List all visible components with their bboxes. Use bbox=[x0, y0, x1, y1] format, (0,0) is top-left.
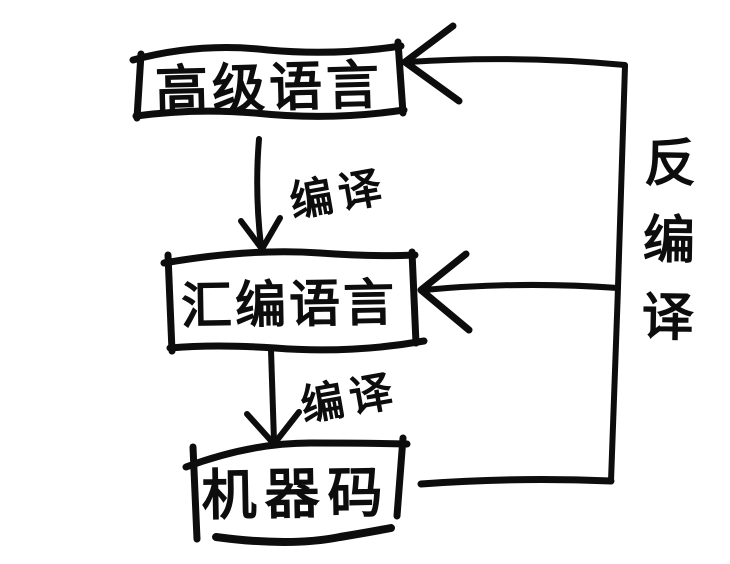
compile-arrow-1 bbox=[238, 136, 283, 252]
high-level-language-box bbox=[129, 38, 408, 122]
node-label-high-level-language: 高级语言 bbox=[154, 55, 384, 122]
node-label-machine-code: 机器码 bbox=[201, 460, 392, 528]
decompile-arrow bbox=[401, 22, 628, 488]
edge-label-decompile: 反编译 bbox=[641, 133, 697, 349]
assembly-language-box bbox=[160, 248, 428, 355]
node-label-assembly-language: 汇编语言 bbox=[180, 274, 398, 337]
compile-arrow-2 bbox=[244, 347, 302, 447]
machine-code-box bbox=[182, 434, 411, 546]
